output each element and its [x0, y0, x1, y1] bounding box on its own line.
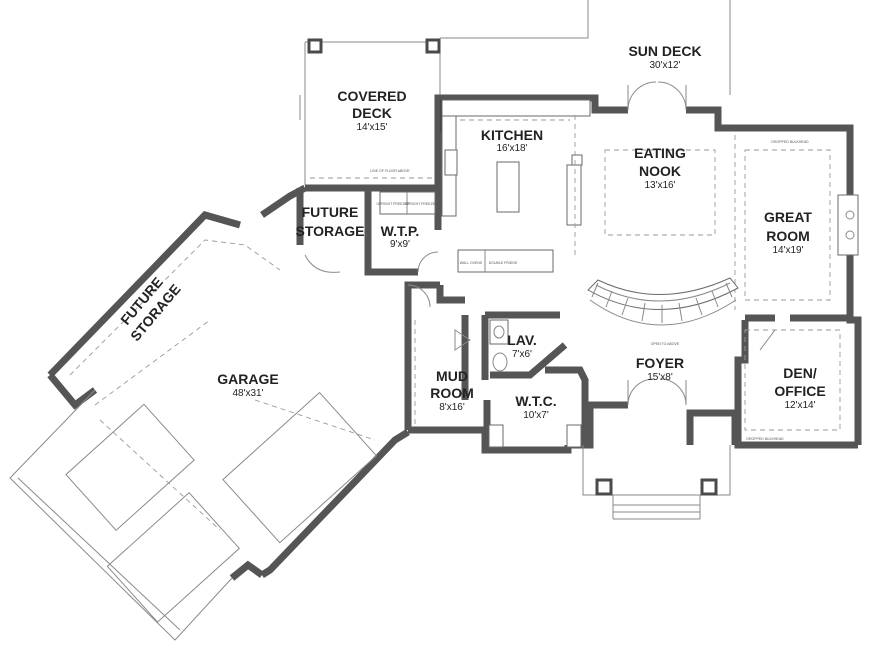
sun-deck-dim: 30'x12'	[649, 60, 680, 71]
cooktop	[444, 149, 458, 176]
eating-nook-dim: 13'x16'	[644, 180, 675, 191]
freezer-note-2: UPRIGHT FREEZER	[405, 202, 438, 206]
kitchen-island	[496, 161, 520, 213]
buffet-counter	[566, 164, 582, 226]
foyer-label: FOYER	[636, 355, 684, 371]
room-labels: SUN DECK 30'x12' COVERED DECK 14'x15' KI…	[117, 43, 825, 421]
vanity	[489, 319, 509, 345]
porch-post	[700, 478, 718, 496]
kitchen-label: KITCHEN	[481, 127, 543, 143]
covered-deck-label-2: DECK	[352, 105, 392, 121]
wall-ovens-note: WALL OVENS	[460, 261, 483, 265]
mud-room-dim: 8'x16'	[439, 402, 465, 413]
future-storage-label-2: STORAGE	[296, 223, 365, 239]
den-fixtures	[744, 329, 841, 431]
front-entry-doors[interactable]	[627, 378, 687, 406]
toilet	[492, 352, 508, 372]
curved-staircase[interactable]	[587, 277, 739, 326]
closet-fixtures	[407, 284, 582, 448]
garage-storage-label-group: FUTURE STORAGE	[117, 274, 183, 344]
sun-deck-french-doors[interactable]	[627, 81, 687, 111]
porch-post	[595, 478, 613, 496]
front-porch	[582, 445, 731, 520]
wtc-label: W.T.C.	[515, 393, 556, 409]
kitchen-dim: 16'x18'	[496, 143, 527, 154]
wtp-fixtures	[304, 191, 439, 273]
garage-label: GARAGE	[217, 371, 278, 387]
double-fridge-note: DOUBLE FRIDGE	[489, 261, 518, 265]
floor-above-note: LINE OF FLOOR ABOVE	[370, 169, 410, 173]
fireplace	[837, 194, 859, 256]
deck-post	[307, 38, 323, 54]
lav-fixtures	[454, 319, 509, 372]
den-office-dim: 12'x14'	[784, 400, 815, 411]
eating-nook-label: EATING	[634, 145, 686, 161]
covered-deck-dim: 14'x15'	[356, 122, 387, 133]
wtp-label: W.T.P.	[381, 223, 420, 239]
covered-deck-label: COVERED	[337, 88, 406, 104]
open-to-above-note: OPEN TO ABOVE	[651, 342, 680, 346]
eating-nook-label-2: NOOK	[639, 163, 681, 179]
nook-and-great-room	[604, 135, 859, 310]
den-office-label-2: OFFICE	[774, 383, 825, 399]
sun-deck-label: SUN DECK	[628, 43, 701, 59]
bulkhead-note-den: DROPPED BULKHEAD	[746, 437, 784, 441]
covered-deck-outline	[299, 38, 441, 185]
great-room-label: GREAT	[764, 209, 812, 225]
buffet-post	[571, 154, 583, 166]
plan-notes: UPRIGHT FREEZER UPRIGHT FREEZER WALL OVE…	[370, 140, 809, 441]
wtp-dim: 9'x9'	[390, 239, 410, 250]
wtc-dim: 10'x7'	[523, 410, 549, 421]
foyer-dim: 15'x8'	[647, 372, 673, 383]
kitchen-counter-north	[441, 99, 591, 117]
den-office-label: DEN/	[783, 365, 817, 381]
freezer-note-1: UPRIGHT FREEZER	[377, 202, 410, 206]
mud-room-label-2: ROOM	[430, 385, 474, 401]
mud-room-label: MUD	[436, 368, 468, 384]
garage-walls	[9, 184, 410, 641]
garage-dim: 48'x31'	[232, 388, 263, 399]
deck-post	[425, 38, 441, 54]
lav-dim: 7'x6'	[512, 349, 532, 360]
bulkhead-note-top: DROPPED BULKHEAD	[771, 140, 809, 144]
future-storage-label: FUTURE	[302, 204, 359, 220]
lav-label: LAV.	[507, 332, 537, 348]
great-room-label-2: ROOM	[766, 228, 810, 244]
kitchen-counter-south	[457, 249, 554, 273]
interior-walls	[296, 150, 852, 445]
kitchen-fixtures	[441, 99, 591, 273]
great-room-dim: 14'x19'	[772, 245, 803, 256]
